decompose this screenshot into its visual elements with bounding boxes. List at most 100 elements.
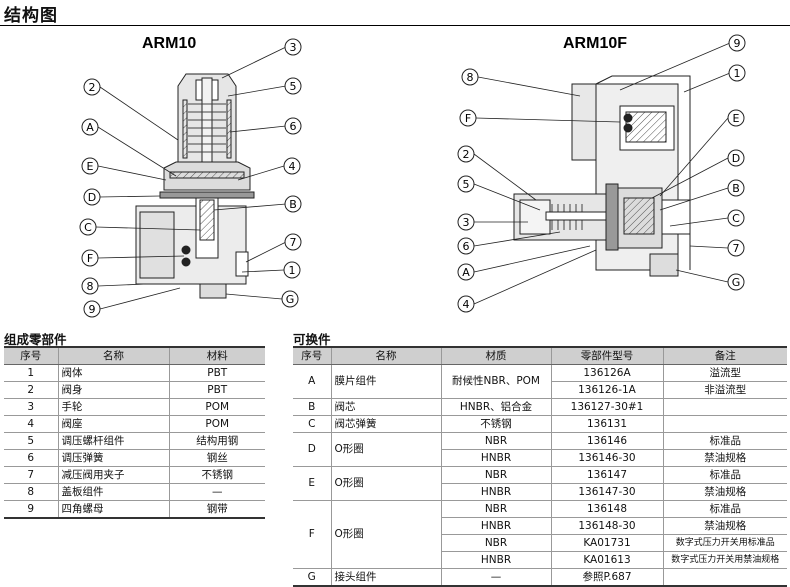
cell-name: 阀芯 (330, 398, 441, 416)
cell-material: NBR (440, 466, 551, 484)
cell-remark: 标准品 (662, 500, 787, 518)
cell-name: 盖板组件 (57, 483, 169, 501)
cell-name: 手轮 (57, 398, 169, 416)
callout-circle (81, 277, 99, 295)
cell-material: NBR (440, 432, 551, 450)
callout-label: 7 (290, 236, 297, 249)
arm10-section-drawing (135, 73, 255, 299)
callout-circle (281, 290, 299, 308)
arm10-leader-lines (95, 46, 287, 310)
callout-label: B (289, 198, 297, 211)
header-material: 材质 (440, 346, 551, 365)
table-row-g: G 接头组件 — 参照P.687 (293, 568, 787, 587)
callout-label: 1 (734, 67, 741, 80)
callout-label: F (87, 252, 93, 265)
cell-no: 1 (4, 364, 58, 382)
cell-no: 3 (4, 398, 58, 416)
callout-label: A (86, 121, 94, 134)
cell-no: 9 (4, 500, 58, 519)
callout-circle (727, 209, 745, 227)
cell-remark: 非溢流型 (662, 381, 787, 399)
table-row-a: A 膜片组件 耐候性NBR、POM 136126A 溢流型 (293, 364, 787, 399)
callout-label: F (465, 112, 471, 125)
cell-remark: 禁油规格 (662, 449, 787, 467)
cell-name: 阀身 (57, 381, 169, 399)
cell-no: 5 (4, 432, 58, 450)
callout-circle (727, 179, 745, 197)
table-row-a2: 136126-1A 非溢流型 (293, 381, 787, 399)
cell-no: B (293, 398, 331, 416)
cell-name: 减压阀用夹子 (57, 466, 169, 484)
cell-no: 8 (4, 483, 58, 501)
callout-label: 7 (733, 242, 740, 255)
header-no: 序号 (293, 346, 331, 365)
callout-label: E (87, 160, 94, 173)
cell-no: 6 (4, 449, 58, 467)
cell-material: HNBR (440, 449, 551, 467)
cell-material: 钢丝 (168, 449, 265, 467)
callout-circle (727, 109, 745, 127)
cell-part: KA01731 (550, 534, 663, 552)
cell-no: 7 (4, 466, 58, 484)
callout-label: D (732, 152, 740, 165)
callout-label: 2 (463, 148, 470, 161)
replaceable-section-title: 可换件 (293, 332, 331, 347)
callout-label: 6 (463, 240, 470, 253)
parts-table-header: 序号 名称 材料 (4, 346, 265, 365)
callout-circle (284, 77, 302, 95)
callout-label: 4 (289, 160, 296, 173)
cell-remark (662, 568, 787, 587)
callout-circle (457, 295, 475, 313)
cell-name: 接头组件 (330, 568, 441, 587)
callout-circle (727, 239, 745, 257)
cell-material: 钢带 (168, 500, 265, 519)
table-row-d2: HNBR 136146-30 禁油规格 (293, 449, 787, 467)
callout-label: C (732, 212, 740, 225)
cell-remark: 禁油规格 (662, 483, 787, 501)
cell-material: NBR (440, 500, 551, 518)
cell-remark: 标准品 (662, 466, 787, 484)
callout-circle (459, 109, 477, 127)
cell-part: 136147-30 (550, 483, 663, 501)
callout-circle (81, 157, 99, 175)
callout-label: 9 (89, 303, 96, 316)
cell-part: 136126A (550, 364, 663, 382)
header-no: 序号 (4, 346, 58, 365)
cell-material: NBR (440, 534, 551, 552)
callout-label: 1 (289, 264, 296, 277)
cell-material: 耐候性NBR、POM (440, 364, 551, 399)
cell-remark: 溢流型 (662, 364, 787, 382)
cell-name: 调压弹簧 (57, 449, 169, 467)
callout-circle (283, 157, 301, 175)
callout-label: 5 (290, 80, 297, 93)
cell-part: 136147 (550, 466, 663, 484)
header-part-number: 零部件型号 (550, 346, 663, 365)
cell-remark (662, 398, 787, 416)
callout-label: 8 (467, 71, 474, 84)
parts-section-title: 组成零部件 (4, 332, 67, 347)
cell-name: 阀体 (57, 364, 169, 382)
drawing-title-arm10: ARM10 (142, 35, 196, 52)
cell-part: 参照P.687 (550, 568, 663, 587)
cell-part: 136131 (550, 415, 663, 433)
callout-label: 5 (463, 178, 470, 191)
replaceable-table: 序号 名称 材质 零部件型号 备注 A 膜片组件 耐候性NBR、POM 1361… (293, 346, 787, 587)
section-heading: 结构图 (4, 6, 58, 26)
cell-remark: 数字式压力开关用标准品 (662, 534, 787, 552)
cell-material: HNBR、铝合金 (440, 398, 551, 416)
callout-circle (284, 233, 302, 251)
callout-label: 4 (463, 298, 470, 311)
table-row-e: E O形圈 NBR 136147 标准品 (293, 466, 787, 501)
callout-label: C (84, 221, 92, 234)
cell-part: 136148 (550, 500, 663, 518)
cell-material: POM (168, 398, 265, 416)
cell-material: — (168, 483, 265, 501)
cell-material: PBT (168, 381, 265, 399)
